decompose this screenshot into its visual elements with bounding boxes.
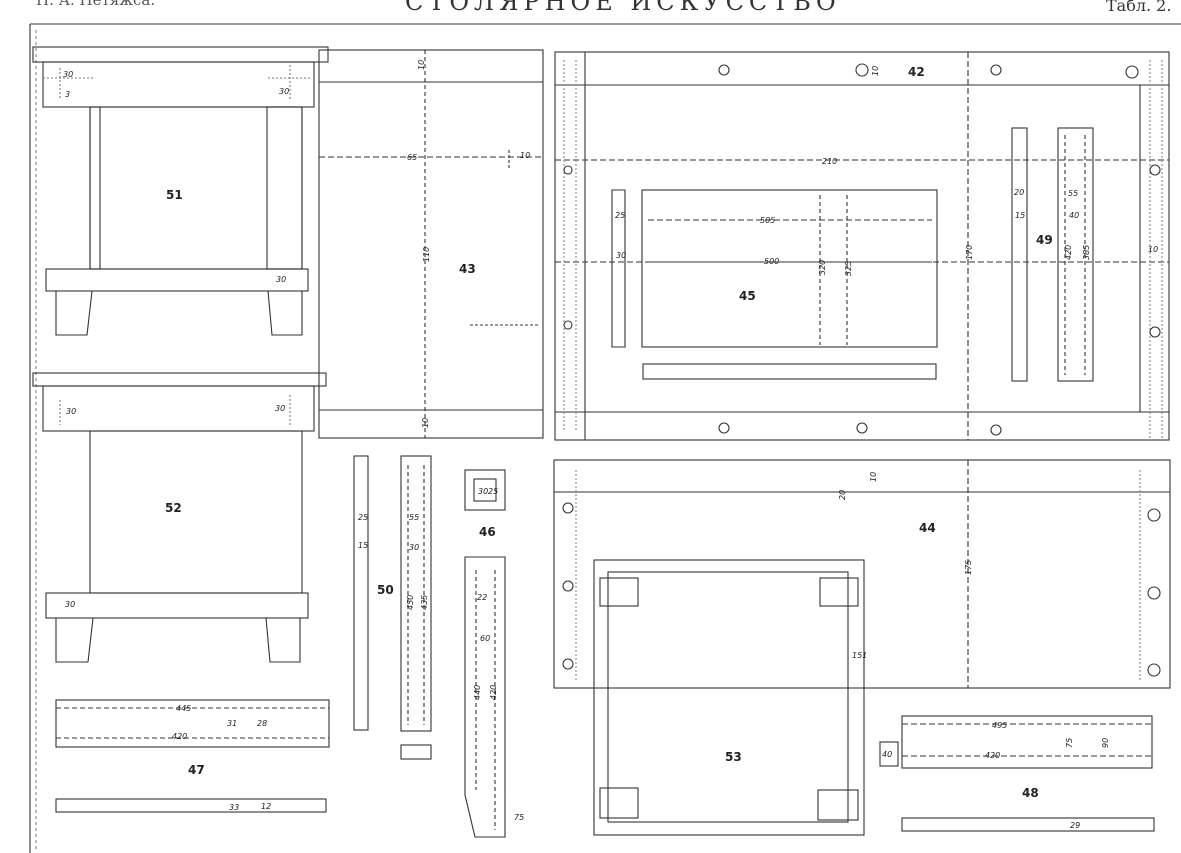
dim-label: 420 [489,685,498,700]
dim-label: 30 [478,487,488,496]
fig-label-46: 46 [479,525,496,539]
dim-label: 30 [276,275,286,284]
dim-label: 30 [616,251,626,260]
dim-label: 40 [882,750,892,759]
dim-label: 500 [764,257,779,266]
dim-label: 10 [421,418,430,428]
author-name: Н. А. Нетяжса. [36,0,156,9]
dim-label: 3 [65,90,70,99]
figure-46-drawing [464,469,506,838]
figure-52-drawing [32,372,327,663]
dim-label: 420 [1064,245,1073,260]
dim-label: 15 [1015,211,1025,220]
fig-label-45: 45 [739,289,756,303]
figure-43-drawing [318,49,544,439]
dim-label: 420 [985,751,1000,760]
dim-label: 12 [261,802,271,811]
table-number: Табл. 2. [1106,0,1172,15]
dim-label: 29 [1070,821,1080,830]
dim-label: 10 [871,66,880,76]
dim-label: 495 [992,721,1007,730]
fig-label-49: 49 [1036,233,1053,247]
figure-44-drawing [553,459,1171,689]
dim-label: 420 [172,732,187,741]
dim-label: 65 [407,153,417,162]
dim-label: 28 [257,719,267,728]
figure-45-drawing [611,189,938,380]
dim-label: 30 [275,404,285,413]
dim-label: 30 [279,87,289,96]
dim-label: 445 [176,704,191,713]
fig-label-48: 48 [1022,786,1039,800]
figure-51-drawing [32,46,329,336]
dim-label: 75 [1065,738,1074,748]
dim-label: 320 [818,260,827,275]
dim-label: 325 [844,261,853,276]
dim-label: 385 [1082,245,1091,260]
dim-label: 60 [480,634,490,643]
dim-label: 505 [760,216,775,225]
dim-label: 440 [473,685,482,700]
dim-label: 10 [1148,245,1158,254]
plate-frame [29,23,1181,853]
fig-label-51: 51 [166,188,183,202]
dim-label: 55 [1068,189,1078,198]
dim-label: 151 [852,651,867,660]
fig-label-53: 53 [725,750,742,764]
dim-label: 10 [417,60,426,70]
dim-label: 33 [229,803,239,812]
figure-49-drawing [1011,127,1094,382]
dim-label: 25 [615,211,625,220]
dim-label: 210 [822,157,837,166]
dim-label: 30 [65,600,75,609]
page-title: СТОЛЯРНОЕ ИСКУССТВО [405,0,841,16]
dim-label: 22 [477,593,487,602]
dim-label: 20 [1014,188,1024,197]
dim-label: 175 [964,560,973,575]
dim-label: 55 [409,513,419,522]
dim-label: 435 [420,595,429,610]
dim-label: 15 [358,541,368,550]
dim-label: 40 [1069,211,1079,220]
dim-label: 30 [63,70,73,79]
dim-label: 31 [227,719,237,728]
figure-47-drawing [55,699,330,813]
fig-label-44: 44 [919,521,936,535]
dim-label: 30 [66,407,76,416]
dim-label: 25 [488,487,498,496]
figure-53-drawing [593,559,865,836]
dim-label: 450 [406,595,415,610]
dim-label: 10 [869,472,878,482]
dim-label: 25 [358,513,368,522]
dim-label: 30 [409,543,419,552]
dim-label: 10 [520,151,530,160]
dim-label: 170 [965,245,974,260]
figure-50-drawing [353,455,432,760]
dim-label: 20 [838,490,847,500]
fig-label-42: 42 [908,65,925,79]
dim-label: 110 [422,247,431,262]
fig-label-47: 47 [188,763,205,777]
figure-48-drawing [879,715,1155,832]
figure-42-drawing [554,51,1170,441]
dim-label: 90 [1101,738,1110,748]
fig-label-50: 50 [377,583,394,597]
dim-label: 75 [514,813,524,822]
fig-label-52: 52 [165,501,182,515]
fig-label-43: 43 [459,262,476,276]
